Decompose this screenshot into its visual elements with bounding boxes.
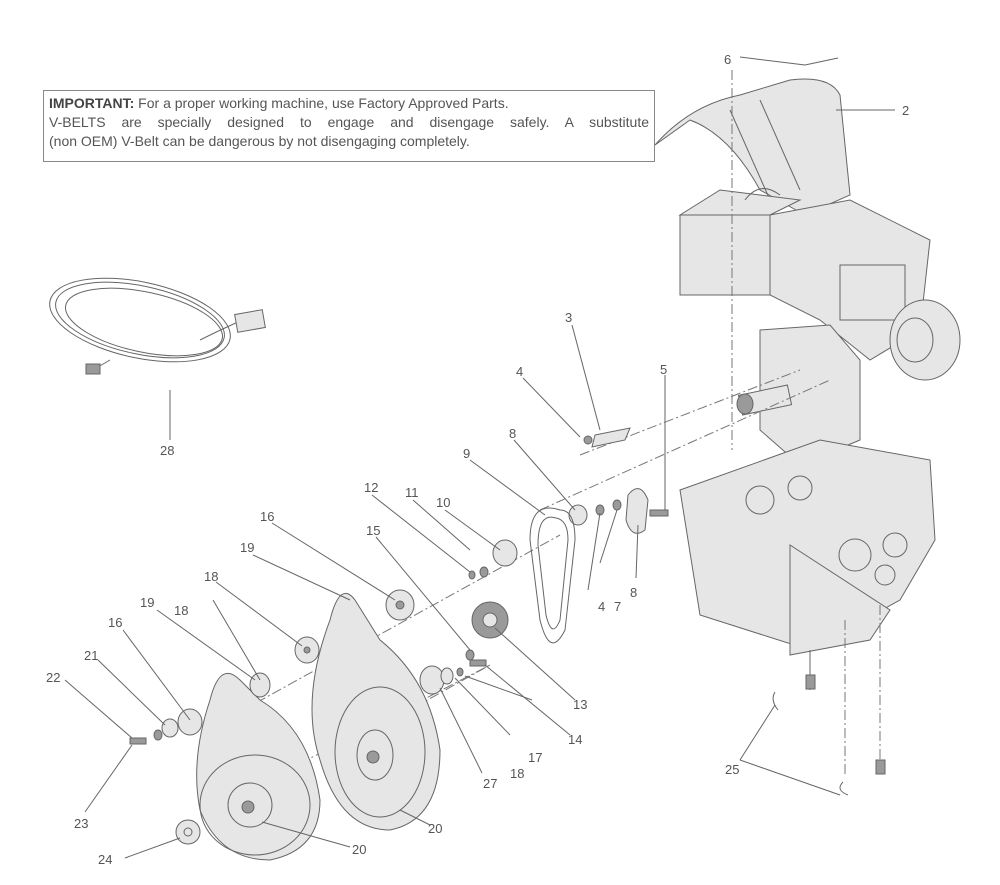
- large-pulley-left: [129, 672, 321, 861]
- callout-22: 22: [46, 670, 60, 685]
- notice-heading: IMPORTANT:: [49, 95, 135, 111]
- power-cord-icon: [49, 277, 266, 440]
- callout-13: 13: [573, 697, 587, 712]
- pin-upper: [772, 691, 779, 711]
- callout-18-mid: 18: [174, 603, 188, 618]
- callout-2: 2: [902, 103, 909, 118]
- callout-16-upper: 16: [260, 509, 274, 524]
- callout-21: 21: [84, 648, 98, 663]
- callout-10: 10: [436, 495, 450, 510]
- callout-3: 3: [565, 310, 572, 325]
- callout-4-upper: 4: [516, 364, 523, 379]
- v-belt-upper: [529, 507, 576, 644]
- callout-27: 27: [483, 776, 497, 791]
- callout-16-lower: 16: [108, 615, 122, 630]
- callout-25: 25: [725, 762, 739, 777]
- callout-20-right: 20: [428, 821, 442, 836]
- callout-15: 15: [366, 523, 380, 538]
- callout-7: 7: [614, 599, 621, 614]
- callout-6: 6: [724, 52, 731, 67]
- callout-18-upper: 18: [204, 569, 218, 584]
- axis-line-upper: [539, 379, 831, 511]
- callout-20-left: 20: [352, 842, 366, 857]
- axis-line-lower-left: [224, 534, 561, 721]
- callout-19-lower: 19: [140, 595, 154, 610]
- notice-line-1: IMPORTANT: For a proper working machine,…: [49, 94, 649, 113]
- notice-line1-text: For a proper working machine, use Factor…: [134, 95, 509, 111]
- callout-23: 23: [74, 816, 88, 831]
- important-notice: IMPORTANT: For a proper working machine,…: [43, 90, 655, 162]
- engine-icon: [654, 78, 961, 466]
- callout-5: 5: [660, 362, 667, 377]
- frame-plate-icon: [679, 70, 936, 775]
- middle-hardware: [294, 539, 518, 664]
- callout-12: 12: [364, 480, 378, 495]
- pin-lower: [839, 781, 849, 796]
- callout-14: 14: [568, 732, 582, 747]
- callout-9: 9: [463, 446, 470, 461]
- callout-labels: 2 3 4 4 5 6 7 8 8 9 10 11 12 13 14 15 16…: [46, 52, 909, 867]
- notice-line-2: V-BELTS are specially designed to engage…: [49, 114, 649, 130]
- callout-19-upper: 19: [240, 540, 254, 555]
- callout-18-lower: 18: [510, 766, 524, 781]
- callout-4-lower: 4: [598, 599, 605, 614]
- callout-28: 28: [160, 443, 174, 458]
- callout-8-upper: 8: [509, 426, 516, 441]
- callout-8: 8: [630, 585, 637, 600]
- callout-17: 17: [528, 750, 542, 765]
- notice-line-3: (non OEM) V-Belt can be dangerous by not…: [49, 133, 470, 149]
- callout-24: 24: [98, 852, 112, 867]
- large-pulley-right: [311, 592, 487, 831]
- upper-hardware: [568, 427, 669, 534]
- leader-lines: [64, 56, 895, 859]
- callout-11: 11: [405, 485, 419, 500]
